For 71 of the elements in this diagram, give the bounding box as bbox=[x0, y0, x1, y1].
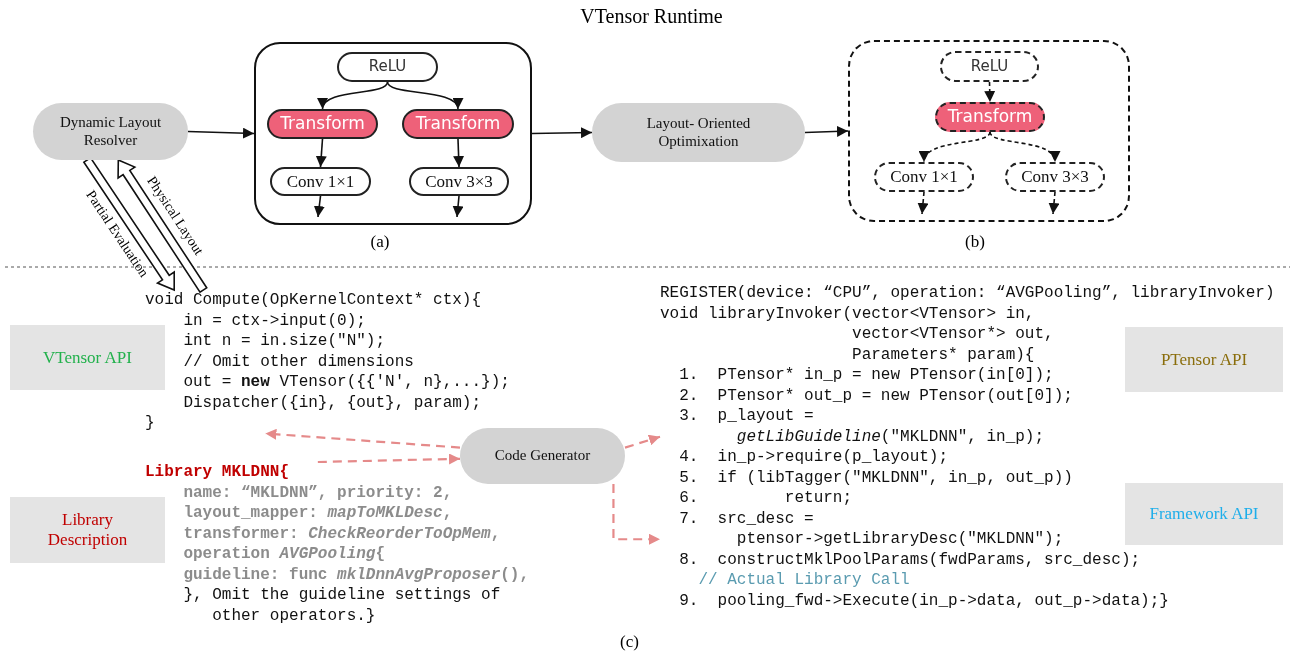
code-line: Dispatcher({in}, {out}, param); bbox=[182, 392, 482, 413]
api-tag: PTensor API bbox=[1125, 327, 1283, 392]
code-line: 9. pooling_fwd->Execute(in_p->data, out_p->data);} bbox=[678, 590, 1169, 611]
dashed-arrow bbox=[612, 484, 660, 545]
operator-node: ReLU bbox=[337, 52, 438, 82]
code-line: int n = in.size("N"); bbox=[182, 331, 386, 352]
code-comment: // Actual Library Call bbox=[697, 570, 910, 591]
dashed-arrow bbox=[1048, 191, 1060, 215]
code-line: out = new VTensor({{'N', n},...}); bbox=[182, 372, 510, 393]
code-line: 5. if (libTagger("MKLDNN", in_p, out_p)) bbox=[678, 467, 1073, 488]
dashed-arrow bbox=[989, 131, 1058, 163]
diagram-title: VTensor Runtime bbox=[579, 5, 724, 28]
process-pill: Dynamic Layout Resolver bbox=[33, 103, 188, 160]
api-tag: Framework API bbox=[1125, 483, 1283, 545]
code-line: guideline: func mklDnnAvgProposer(), bbox=[182, 564, 530, 585]
code-line: in = ctx->input(0); bbox=[182, 310, 366, 331]
code-line: 4. in_p->require(p_layout); bbox=[678, 447, 949, 468]
code-line: operation AVGPooling{ bbox=[182, 544, 386, 565]
operator-node: Conv 1×1 bbox=[874, 162, 974, 192]
code-line: }, Omit the guideline settings of other operators.} bbox=[182, 585, 502, 626]
code-line: transformer: CheckReorderToOpMem, bbox=[182, 523, 501, 544]
code-line: REGISTER(device: “CPU”, operation: “AVGPooling”, libraryInvoker) bbox=[660, 283, 1275, 304]
code-line: // Omit other dimensions bbox=[182, 351, 414, 372]
dashed-arrow bbox=[624, 434, 661, 449]
panel-caption: (b) bbox=[964, 232, 986, 252]
operator-node: Conv 3×3 bbox=[409, 167, 509, 196]
dashed-arrow bbox=[917, 191, 929, 215]
transform-node: Transform bbox=[267, 109, 378, 139]
code-line: void Compute(OpKernelContext* ctx){ bbox=[145, 290, 482, 311]
panel-caption: (a) bbox=[369, 232, 391, 252]
arrow bbox=[452, 195, 464, 218]
code-line: getLibGuideline("MKLDNN", in_p); bbox=[735, 426, 1045, 447]
dashed-arrow bbox=[984, 81, 996, 103]
arrow bbox=[453, 138, 465, 168]
code-line: layout_mapper: mapToMKLDesc, bbox=[182, 503, 453, 524]
code-line: Library MKLDNN{ bbox=[145, 462, 290, 483]
code-line: 3. p_layout = bbox=[678, 406, 814, 427]
api-tag: VTensor API bbox=[10, 325, 165, 390]
code-line: Parameters* param){ bbox=[851, 344, 1035, 365]
arrow bbox=[187, 127, 255, 139]
code-line: 8. constructMklPoolParams(fwdParams, src_desc); bbox=[678, 549, 1141, 570]
code-line: 7. src_desc = bbox=[678, 508, 814, 529]
transform-node: Transform bbox=[402, 109, 514, 139]
code-line: name: “MKLDNN”, priority: 2, bbox=[182, 482, 453, 503]
arrow bbox=[531, 127, 593, 139]
code-line: void libraryInvoker(vector<VTensor> in, bbox=[660, 303, 1035, 324]
transform-node: Transform bbox=[935, 102, 1045, 132]
group-frame bbox=[254, 42, 532, 225]
code-line: 2. PTensor* out_p = new PTensor(out[0]); bbox=[678, 385, 1073, 406]
arrow bbox=[320, 81, 389, 110]
block-arrow bbox=[117, 158, 208, 294]
code-line: 6. return; bbox=[678, 488, 853, 509]
dashed-arrow bbox=[265, 428, 461, 449]
arrow bbox=[313, 195, 325, 218]
code-line: vector<VTensor*> out, bbox=[851, 324, 1054, 345]
arrow bbox=[804, 125, 849, 137]
operator-node: Conv 1×1 bbox=[270, 167, 371, 196]
dashed-arrow bbox=[921, 131, 991, 163]
api-tag: Library Description bbox=[10, 497, 165, 563]
arrow bbox=[315, 138, 327, 168]
group-frame bbox=[848, 40, 1130, 222]
operator-node: ReLU bbox=[940, 51, 1039, 82]
process-pill: Layout- Oriented Optimixation bbox=[592, 103, 805, 162]
process-pill: Code Generator bbox=[460, 428, 625, 484]
code-line: ptensor->getLibraryDesc("MKLDNN"); bbox=[735, 529, 1064, 550]
operator-node: Conv 3×3 bbox=[1005, 162, 1105, 192]
panel-caption: (c) bbox=[620, 632, 639, 652]
code-line: } bbox=[145, 413, 155, 434]
arrow bbox=[386, 81, 461, 110]
code-line: 1. PTensor* in_p = new PTensor(in[0]); bbox=[678, 365, 1054, 386]
dashed-arrow bbox=[317, 453, 461, 465]
